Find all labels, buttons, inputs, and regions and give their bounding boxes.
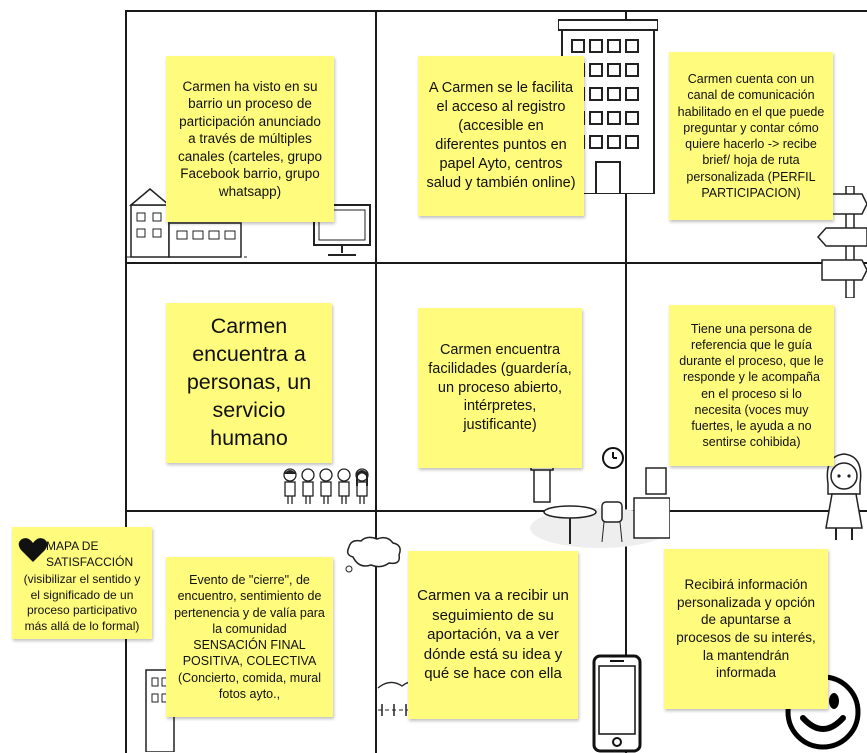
grid-line-top <box>125 10 867 12</box>
sticky-note-human-service: Carmen encuentra a personas, un servicio… <box>166 303 332 463</box>
house-icon <box>127 185 247 260</box>
sticky-note-facilities: Carmen encuentra facilidades (guardería,… <box>418 308 582 468</box>
sticky-note-registration: A Carmen se le facilita el acceso al reg… <box>418 56 584 216</box>
note-text: Carmen ha visto en su barrio un proceso … <box>177 78 323 199</box>
thought-bubble-icon <box>343 535 405 575</box>
sticky-note-reference-person: Tiene una persona de referencia que le g… <box>669 305 834 466</box>
grid-line-row-2 <box>125 510 867 512</box>
note-text: Evento de "cierre", de encuentro, sentim… <box>174 573 325 701</box>
girl-icon <box>820 450 867 542</box>
people-group-icon <box>282 466 374 506</box>
sticky-note-follow-up: Carmen va a recibir un seguimiento de su… <box>408 551 578 719</box>
sticky-note-personalized-info: Recibirá información personalizada y opc… <box>664 549 828 709</box>
satisfaction-map-legend: MAPA DE SATISFACCIÓN (visibilizar el sen… <box>12 527 152 639</box>
note-text: Carmen cuenta con un canal de comunicaci… <box>677 72 825 200</box>
legend-body: (visibilizar el sentido y el significado… <box>23 572 141 633</box>
note-text: A Carmen se le facilita el acceso al reg… <box>426 80 576 191</box>
grid-line-left <box>125 10 127 753</box>
sticky-note-closing-event: Evento de "cierre", de encuentro, sentim… <box>166 557 333 717</box>
grid-line-middle-vertical <box>375 10 377 753</box>
sticky-note-communication-channel: Carmen cuenta con un canal de comunicaci… <box>669 52 833 220</box>
heart-icon <box>18 538 48 562</box>
cafe-scene-icon <box>530 462 670 552</box>
note-text: Recibirá información personalizada y opc… <box>676 577 816 681</box>
note-text: Carmen va a recibir un seguimiento de su… <box>417 587 569 683</box>
grid-line-row-1 <box>125 262 867 264</box>
smartphone-icon <box>592 654 642 753</box>
signpost-icon <box>816 186 867 298</box>
note-text: Carmen encuentra a personas, un servicio… <box>186 314 312 450</box>
note-text: Tiene una persona de referencia que le g… <box>679 321 824 450</box>
clock-icon <box>601 446 625 470</box>
note-text: Carmen encuentra facilidades (guardería,… <box>428 341 572 434</box>
grid-line-right-vertical <box>625 10 627 753</box>
sticky-note-announcement: Carmen ha visto en su barrio un proceso … <box>166 56 334 222</box>
legend-title: MAPA DE SATISFACCIÓN <box>46 539 134 569</box>
